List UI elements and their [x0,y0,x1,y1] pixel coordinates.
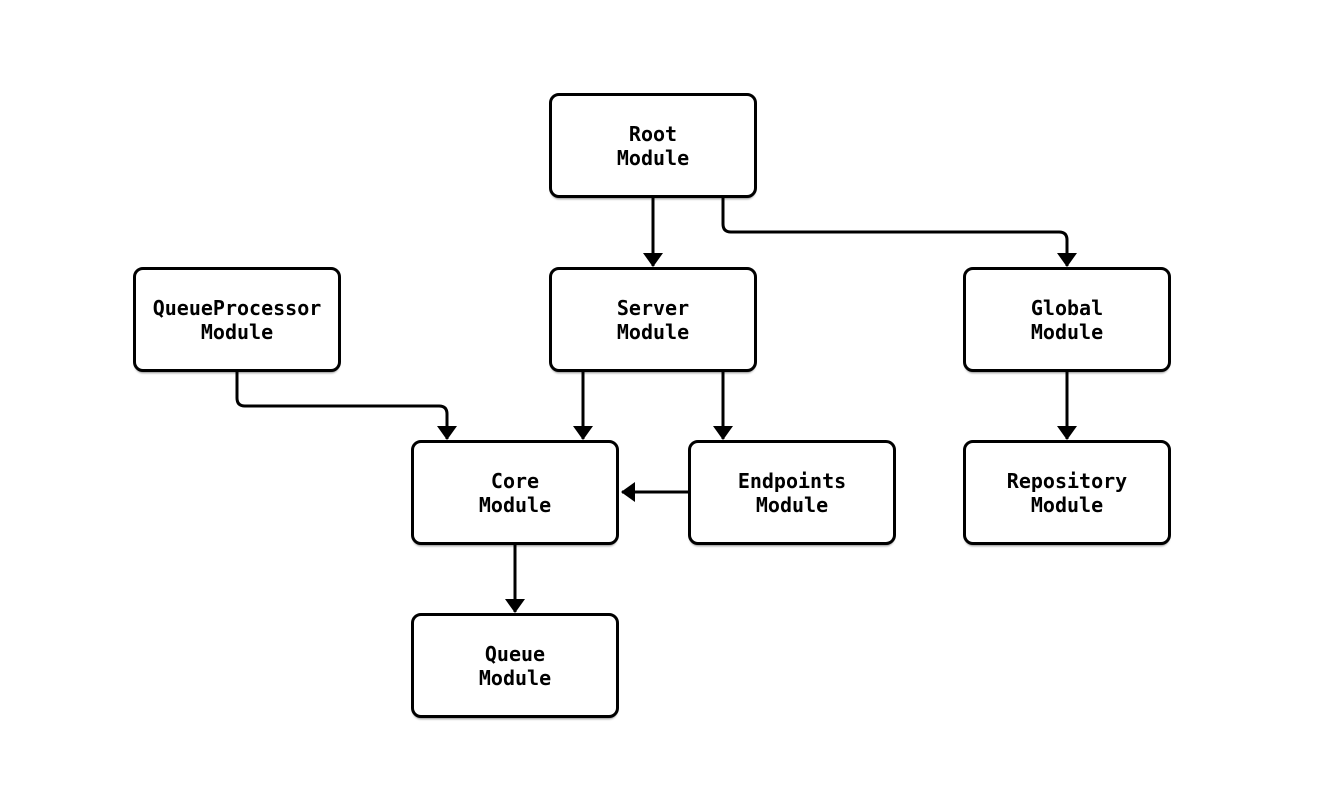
node-queueprocessor-module: QueueProcessor Module [133,267,341,372]
node-repository-module-label-line2: Module [1030,492,1104,517]
node-server-module: Server Module [549,267,757,372]
node-queue-module-label-line1: Queue [484,641,546,666]
node-core-module-label-line1: Core [490,468,540,493]
node-root-module-label-line2: Module [616,145,690,170]
node-global-module-label-line2: Module [1030,319,1104,344]
edge-queueprocessor-to-core [235,372,457,440]
node-core-module-label-line2: Module [478,492,552,517]
node-endpoints-module: Endpoints Module [688,440,896,545]
node-repository-module-label-line1: Repository [1006,468,1128,493]
node-queue-module-label-line2: Module [478,665,552,690]
node-endpoints-module-label-line1: Endpoints [737,468,847,493]
node-global-module: Global Module [963,267,1171,372]
node-queue-module: Queue Module [411,613,619,718]
node-server-module-label-line1: Server [616,295,690,320]
node-endpoints-module-label-line2: Module [755,492,829,517]
node-root-module: Root Module [549,93,757,198]
node-queueprocessor-module-label-line2: Module [200,319,274,344]
node-queueprocessor-module-label-line1: QueueProcessor [152,295,322,320]
node-server-module-label-line2: Module [616,319,690,344]
node-core-module: Core Module [411,440,619,545]
node-global-module-label-line1: Global [1030,295,1104,320]
node-root-module-label-line1: Root [628,121,678,146]
node-repository-module: Repository Module [963,440,1171,545]
edge-root-to-global [721,198,1077,267]
